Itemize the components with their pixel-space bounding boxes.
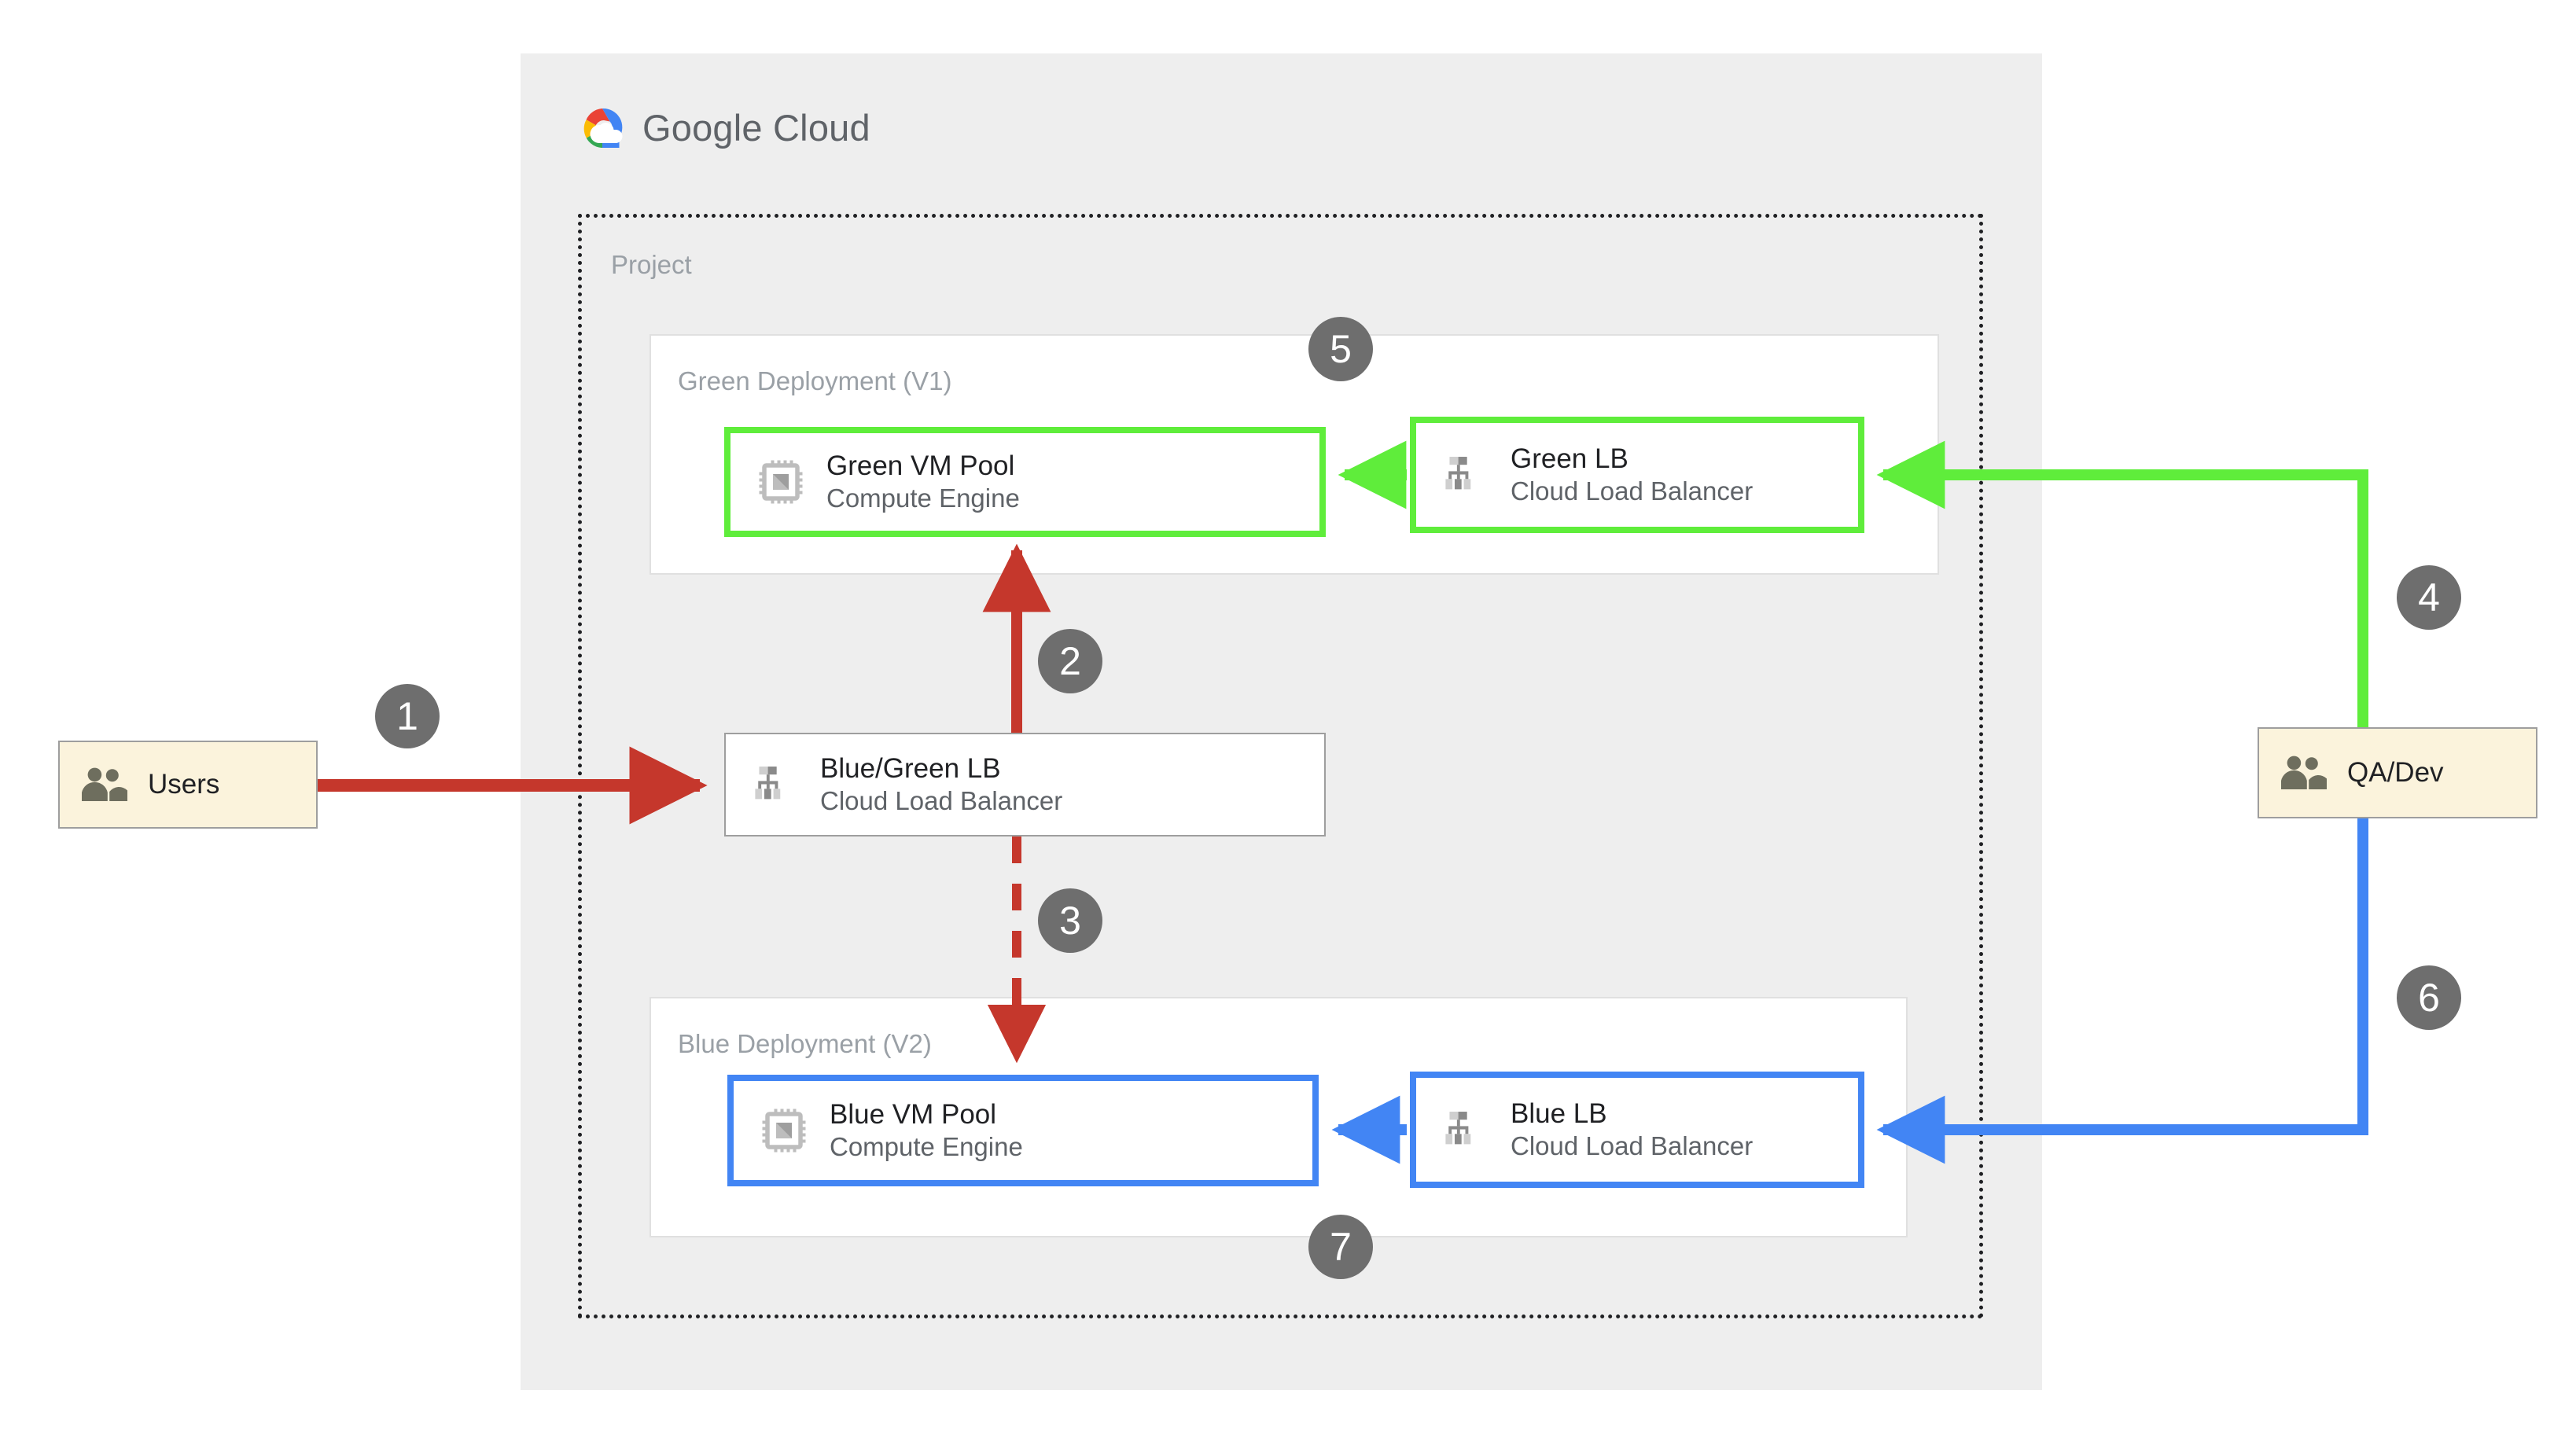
node-label-group: Green VM Pool Compute Engine [826,450,1020,513]
step-badge-4: 4 [2397,565,2461,630]
node-label-group: Green LB Cloud Load Balancer [1511,443,1753,506]
users-icon [2281,756,2327,789]
green-deployment-label: Green Deployment (V1) [678,366,952,395]
load-balancer-icon [755,767,781,800]
node-subtitle: Cloud Load Balancer [1511,1131,1754,1161]
google-cloud-logo-icon [583,108,623,148]
project-boundary [578,214,1983,1318]
node-title: Blue LB [1511,1098,1607,1129]
node-label-group: Blue/Green LB Cloud Load Balancer [820,753,1062,816]
users-icon [82,767,127,801]
blue-deployment-label: Blue Deployment (V2) [678,1029,932,1058]
google-cloud-brand: Google Cloud [578,106,870,149]
step-badge-3: 3 [1038,888,1102,953]
node-title: Users [148,769,220,800]
node-label-group: Blue LB Cloud Load Balancer [1511,1098,1753,1161]
node-subtitle: Cloud Load Balancer [820,786,1063,816]
load-balancer-icon [1445,1112,1471,1145]
node-bluegreen-lb[interactable]: Blue/Green LB Cloud Load Balancer [724,733,1326,836]
node-title: Blue/Green LB [820,752,1001,784]
cpu-chip-icon [759,460,803,504]
step-badge-5: 5 [1308,317,1373,381]
step-badge-7: 7 [1308,1215,1373,1279]
node-green-vm-pool[interactable]: Green VM Pool Compute Engine [724,427,1326,537]
node-blue-vm-pool[interactable]: Blue VM Pool Compute Engine [727,1075,1319,1186]
node-subtitle: Compute Engine [830,1132,1023,1162]
node-label-group: QA/Dev [2347,757,2444,788]
node-title: QA/Dev [2347,757,2444,789]
cpu-chip-icon [762,1109,806,1153]
node-users[interactable]: Users [58,741,318,829]
node-title: Green LB [1511,443,1628,474]
node-title: Blue VM Pool [830,1098,997,1130]
step-badge-1: 1 [375,684,440,748]
node-qadev[interactable]: QA/Dev [2258,727,2537,818]
load-balancer-icon [1445,457,1471,490]
node-subtitle: Cloud Load Balancer [1511,476,1754,506]
step-badge-6: 6 [2397,965,2461,1030]
node-blue-lb[interactable]: Blue LB Cloud Load Balancer [1410,1072,1864,1188]
node-label-group: Blue VM Pool Compute Engine [830,1099,1023,1162]
node-title: Green VM Pool [826,450,1015,481]
node-subtitle: Compute Engine [826,484,1020,513]
node-label-group: Users [148,769,219,800]
brand-text: Google Cloud [642,106,870,149]
brand-google: Google [642,107,763,149]
brand-cloud: Cloud [773,107,870,149]
project-label: Project [611,250,692,279]
step-badge-2: 2 [1038,629,1102,693]
node-green-lb[interactable]: Green LB Cloud Load Balancer [1410,417,1864,533]
